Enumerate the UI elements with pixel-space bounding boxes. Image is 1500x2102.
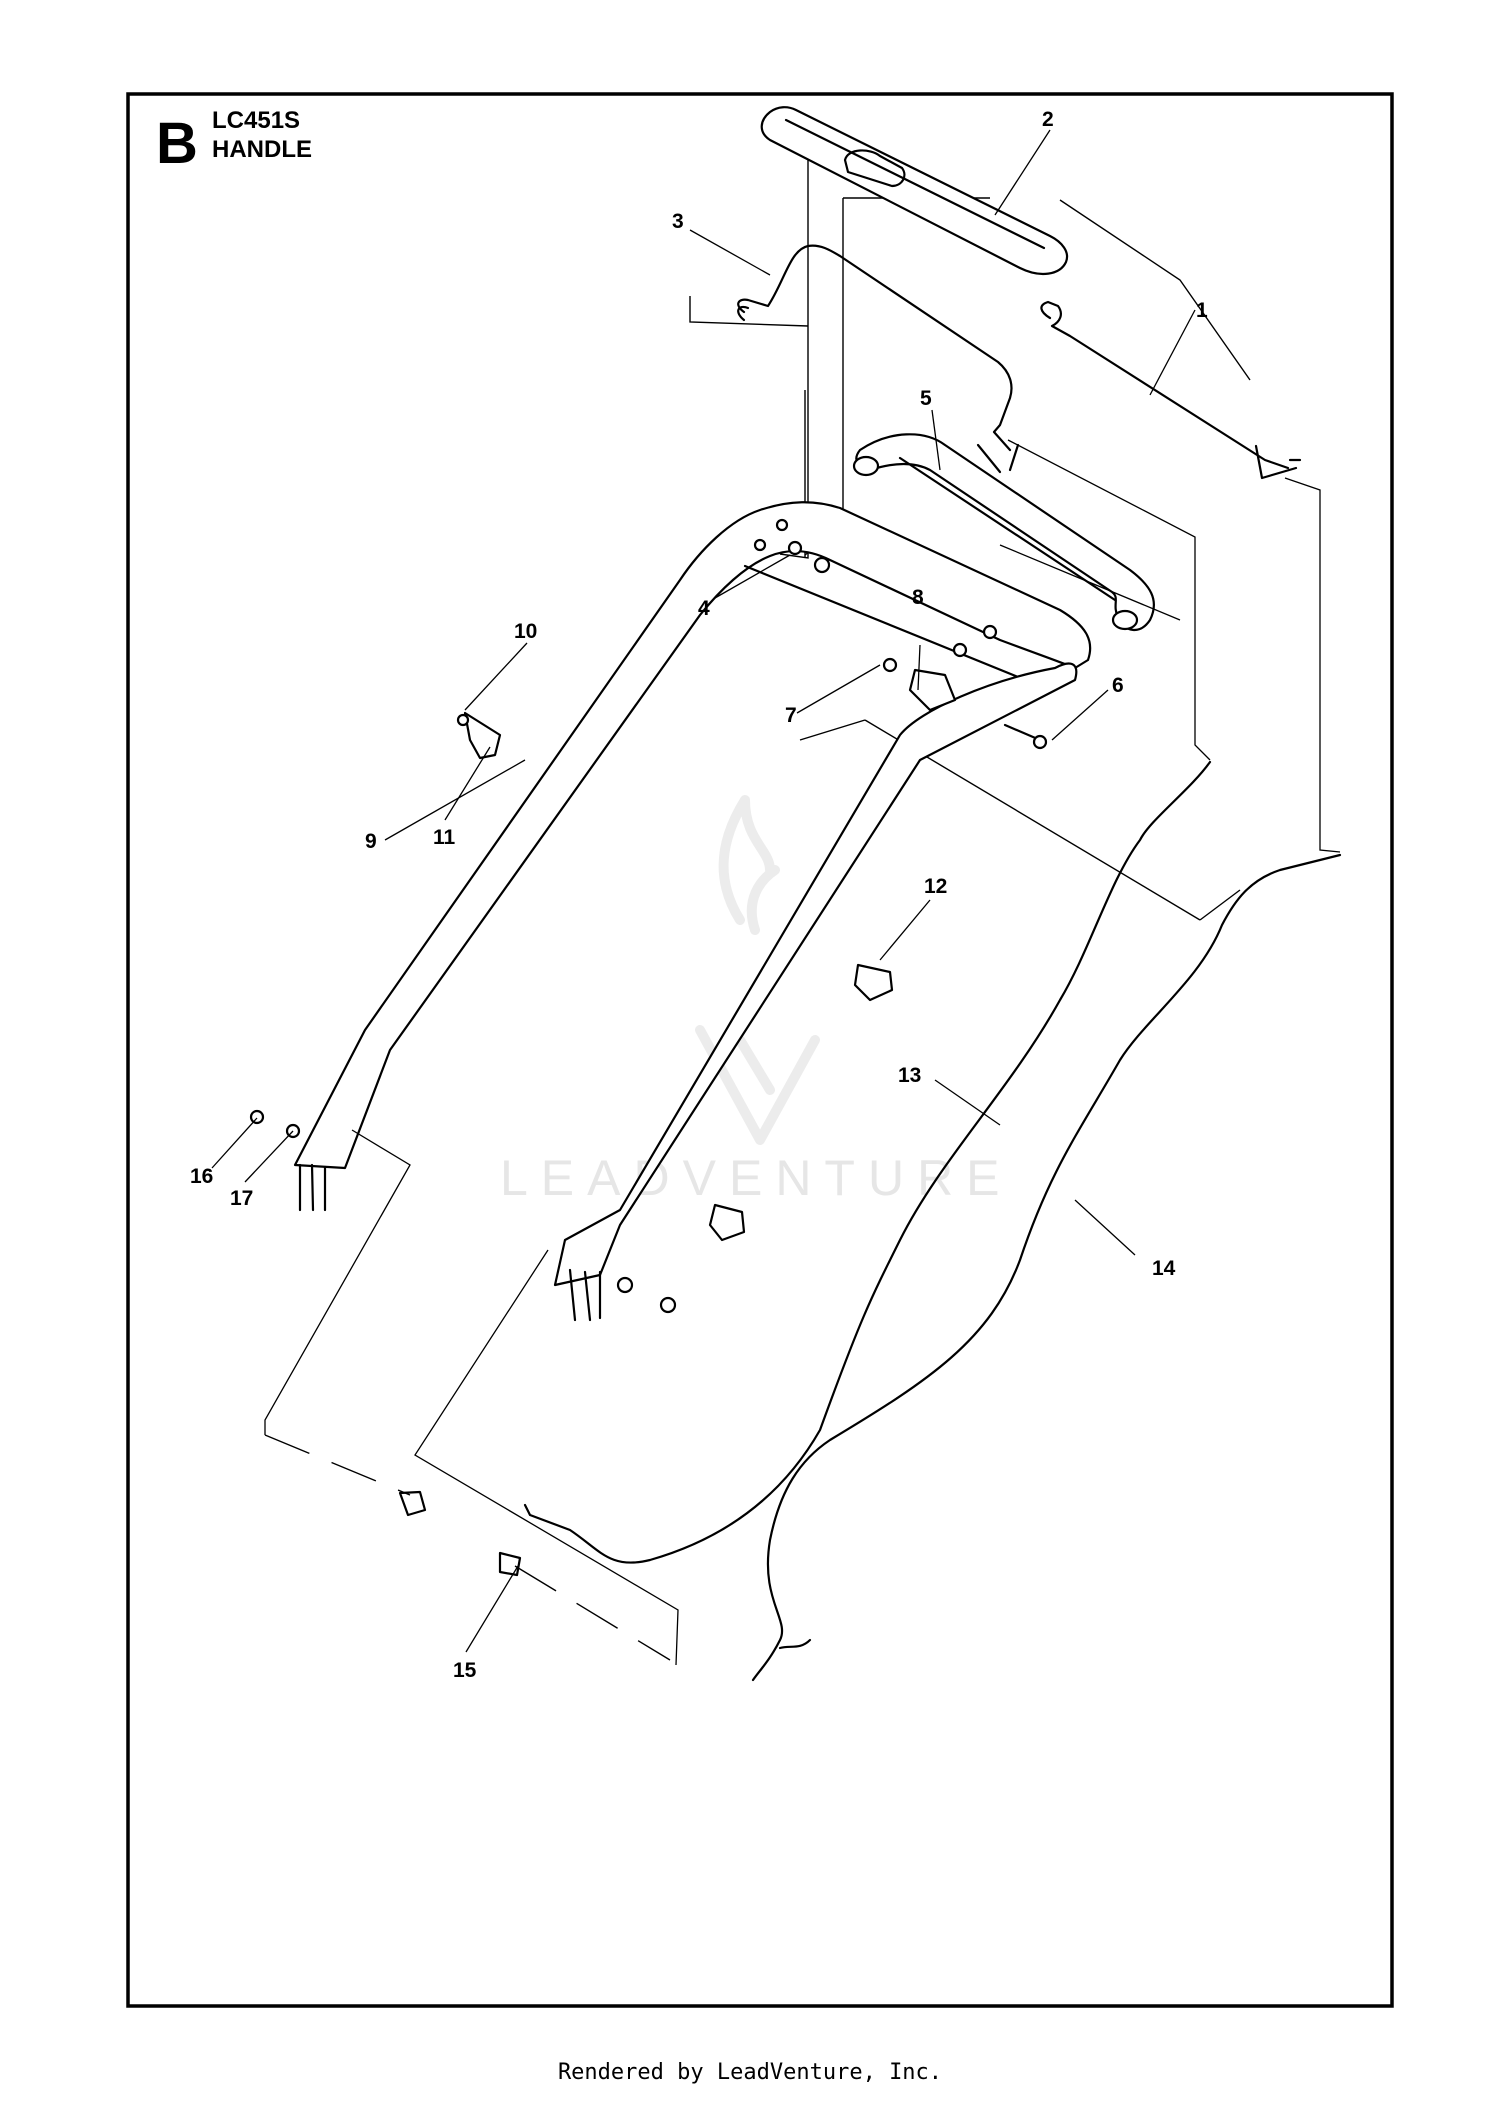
model-number: LC451S [212,107,300,134]
part-5-upper-handle [852,433,1155,631]
callout-15: 15 [453,1659,477,1682]
callout-10: 10 [514,620,537,643]
callout-2: 2 [1042,108,1054,131]
part-2-handle-grip [760,106,1069,276]
callout-14: 14 [1152,1257,1176,1280]
callout-13: 13 [898,1064,921,1087]
callout-labels: 1 2 3 4 5 6 7 8 9 10 11 12 13 14 15 16 1… [190,108,1208,1682]
cables [523,760,1342,1682]
callout-12: 12 [924,875,947,898]
hardware [249,518,1048,1577]
assembly-title: HANDLE [212,136,312,163]
part-9-lower-handle [293,501,1092,1322]
callout-9: 9 [365,830,377,853]
diagram-border [126,92,1394,2008]
callout-1: 1 [1196,299,1208,322]
callout-5: 5 [920,387,932,410]
part-1-link-rod [1040,300,1302,480]
watermark-text: LEADVENTURE [500,1150,1013,1206]
construction-lines [264,439,1341,1666]
callout-7: 7 [785,704,797,727]
callout-leaders [211,129,1196,1653]
section-letter: B [156,111,198,176]
callout-3: 3 [672,210,684,233]
part-3-control-bar [737,244,1020,474]
callout-8: 8 [912,586,924,609]
callout-4: 4 [698,597,710,620]
callout-16: 16 [190,1165,213,1188]
callout-6: 6 [1112,674,1124,697]
render-credit: Rendered by LeadVenture, Inc. [557,2060,943,2085]
leadventure-flame-logo [695,795,820,1145]
callout-11: 11 [433,826,456,849]
callout-17: 17 [230,1187,253,1210]
